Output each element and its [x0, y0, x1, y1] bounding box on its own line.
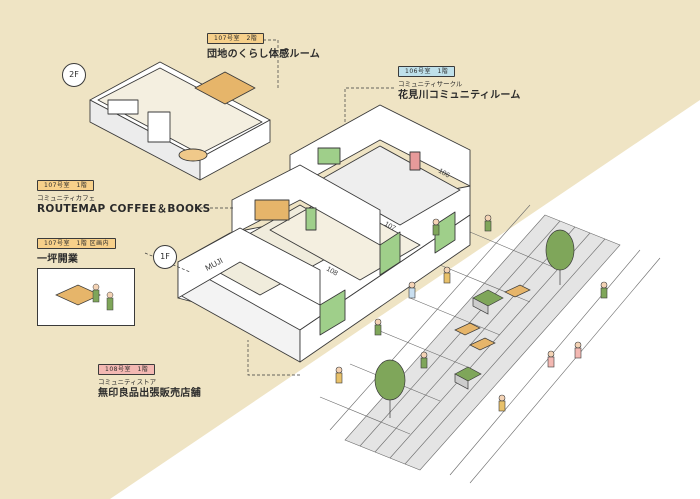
bench: [454, 284, 531, 351]
callout-room-106: 106号室 1階 コミュニティサークル 花見川コミュニティルーム: [398, 58, 521, 102]
room-title: 一坪開業: [37, 254, 79, 265]
room-tag: 106号室 1階: [398, 66, 456, 77]
room-subtitle: コミュニティサークル: [398, 80, 463, 88]
room-tag: 107号室 1階 区画内: [37, 238, 117, 249]
room-number-107: 107: [383, 221, 397, 233]
building-1f: [177, 104, 471, 363]
room-tag: 107号室 1階: [37, 180, 95, 191]
room-subtitle: コミュニティストア: [98, 378, 157, 386]
planter: [454, 289, 504, 390]
floor-badge-1f: 1F: [153, 245, 177, 269]
room-title: 団地のくらし体感ルーム: [207, 49, 320, 60]
room-number-108: 108: [325, 266, 339, 278]
people: [335, 214, 608, 412]
leader-lines: [144, 39, 395, 376]
shop-stall-inset: [37, 268, 135, 326]
room-title: 無印良品出張販売店舗: [98, 388, 201, 399]
tree: [545, 229, 575, 285]
tree: [374, 359, 406, 418]
callout-room-107-area: 107号室 1階 区画内 一坪開業: [37, 230, 117, 266]
callout-room-108: 108号室 1階 コミュニティストア 無印良品出張販売店舗: [98, 356, 201, 400]
callout-room-107-cafe: 107号室 1階 コミュニティカフェ ROUTEMAP COFFEE＆BOOKS: [37, 172, 210, 216]
room-title: ROUTEMAP COFFEE＆BOOKS: [37, 203, 211, 215]
room-tag: 108号室 1階: [98, 364, 156, 375]
floor-badge-2f: 2F: [62, 63, 86, 87]
road-lines: [329, 204, 661, 484]
room-number-106: 106: [437, 168, 451, 180]
callout-room-2f: 107号室 2階 団地のくらし体感ルーム: [207, 25, 320, 61]
building-2f: [89, 61, 271, 181]
room-tag: 107号室 2階: [207, 33, 265, 44]
ground-plane: [110, 100, 700, 499]
room-subtitle: コミュニティカフェ: [37, 194, 96, 202]
room-title: 花見川コミュニティルーム: [398, 90, 521, 101]
